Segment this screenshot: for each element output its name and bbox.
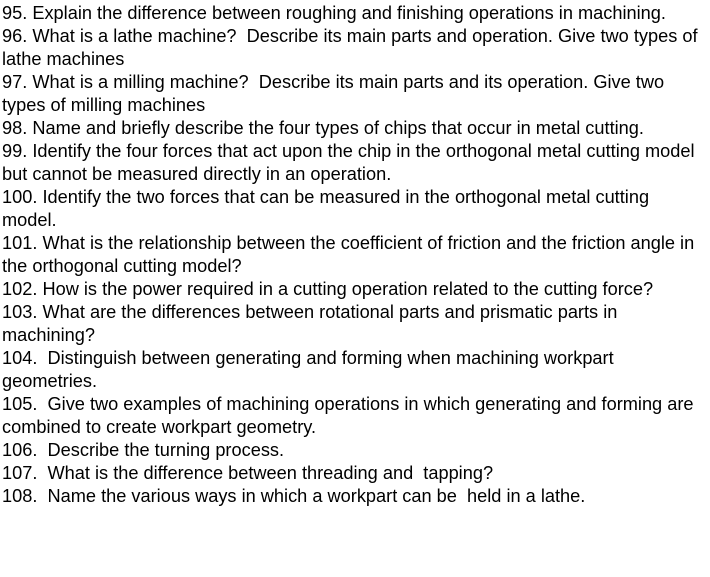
question-104: 104. Distinguish between generating and … — [2, 348, 619, 391]
question-108: 108. Name the various ways in which a wo… — [2, 486, 586, 506]
question-100: 100. Identify the two forces that can be… — [2, 187, 655, 230]
question-101: 101. What is the relationship between th… — [2, 233, 700, 276]
question-98: 98. Name and briefly describe the four t… — [2, 118, 644, 138]
question-95: 95. Explain the difference between rough… — [2, 3, 666, 23]
question-96: 96. What is a lathe machine? Describe it… — [2, 26, 703, 69]
question-107: 107. What is the difference between thre… — [2, 463, 494, 483]
question-99: 99. Identify the four forces that act up… — [2, 141, 700, 184]
question-106: 106. Describe the turning process. — [2, 440, 285, 460]
question-97: 97. What is a milling machine? Describe … — [2, 72, 670, 115]
question-105: 105. Give two examples of machining oper… — [2, 394, 699, 437]
question-103: 103. What are the differences between ro… — [2, 302, 623, 345]
question-102: 102. How is the power required in a cutt… — [2, 279, 654, 299]
